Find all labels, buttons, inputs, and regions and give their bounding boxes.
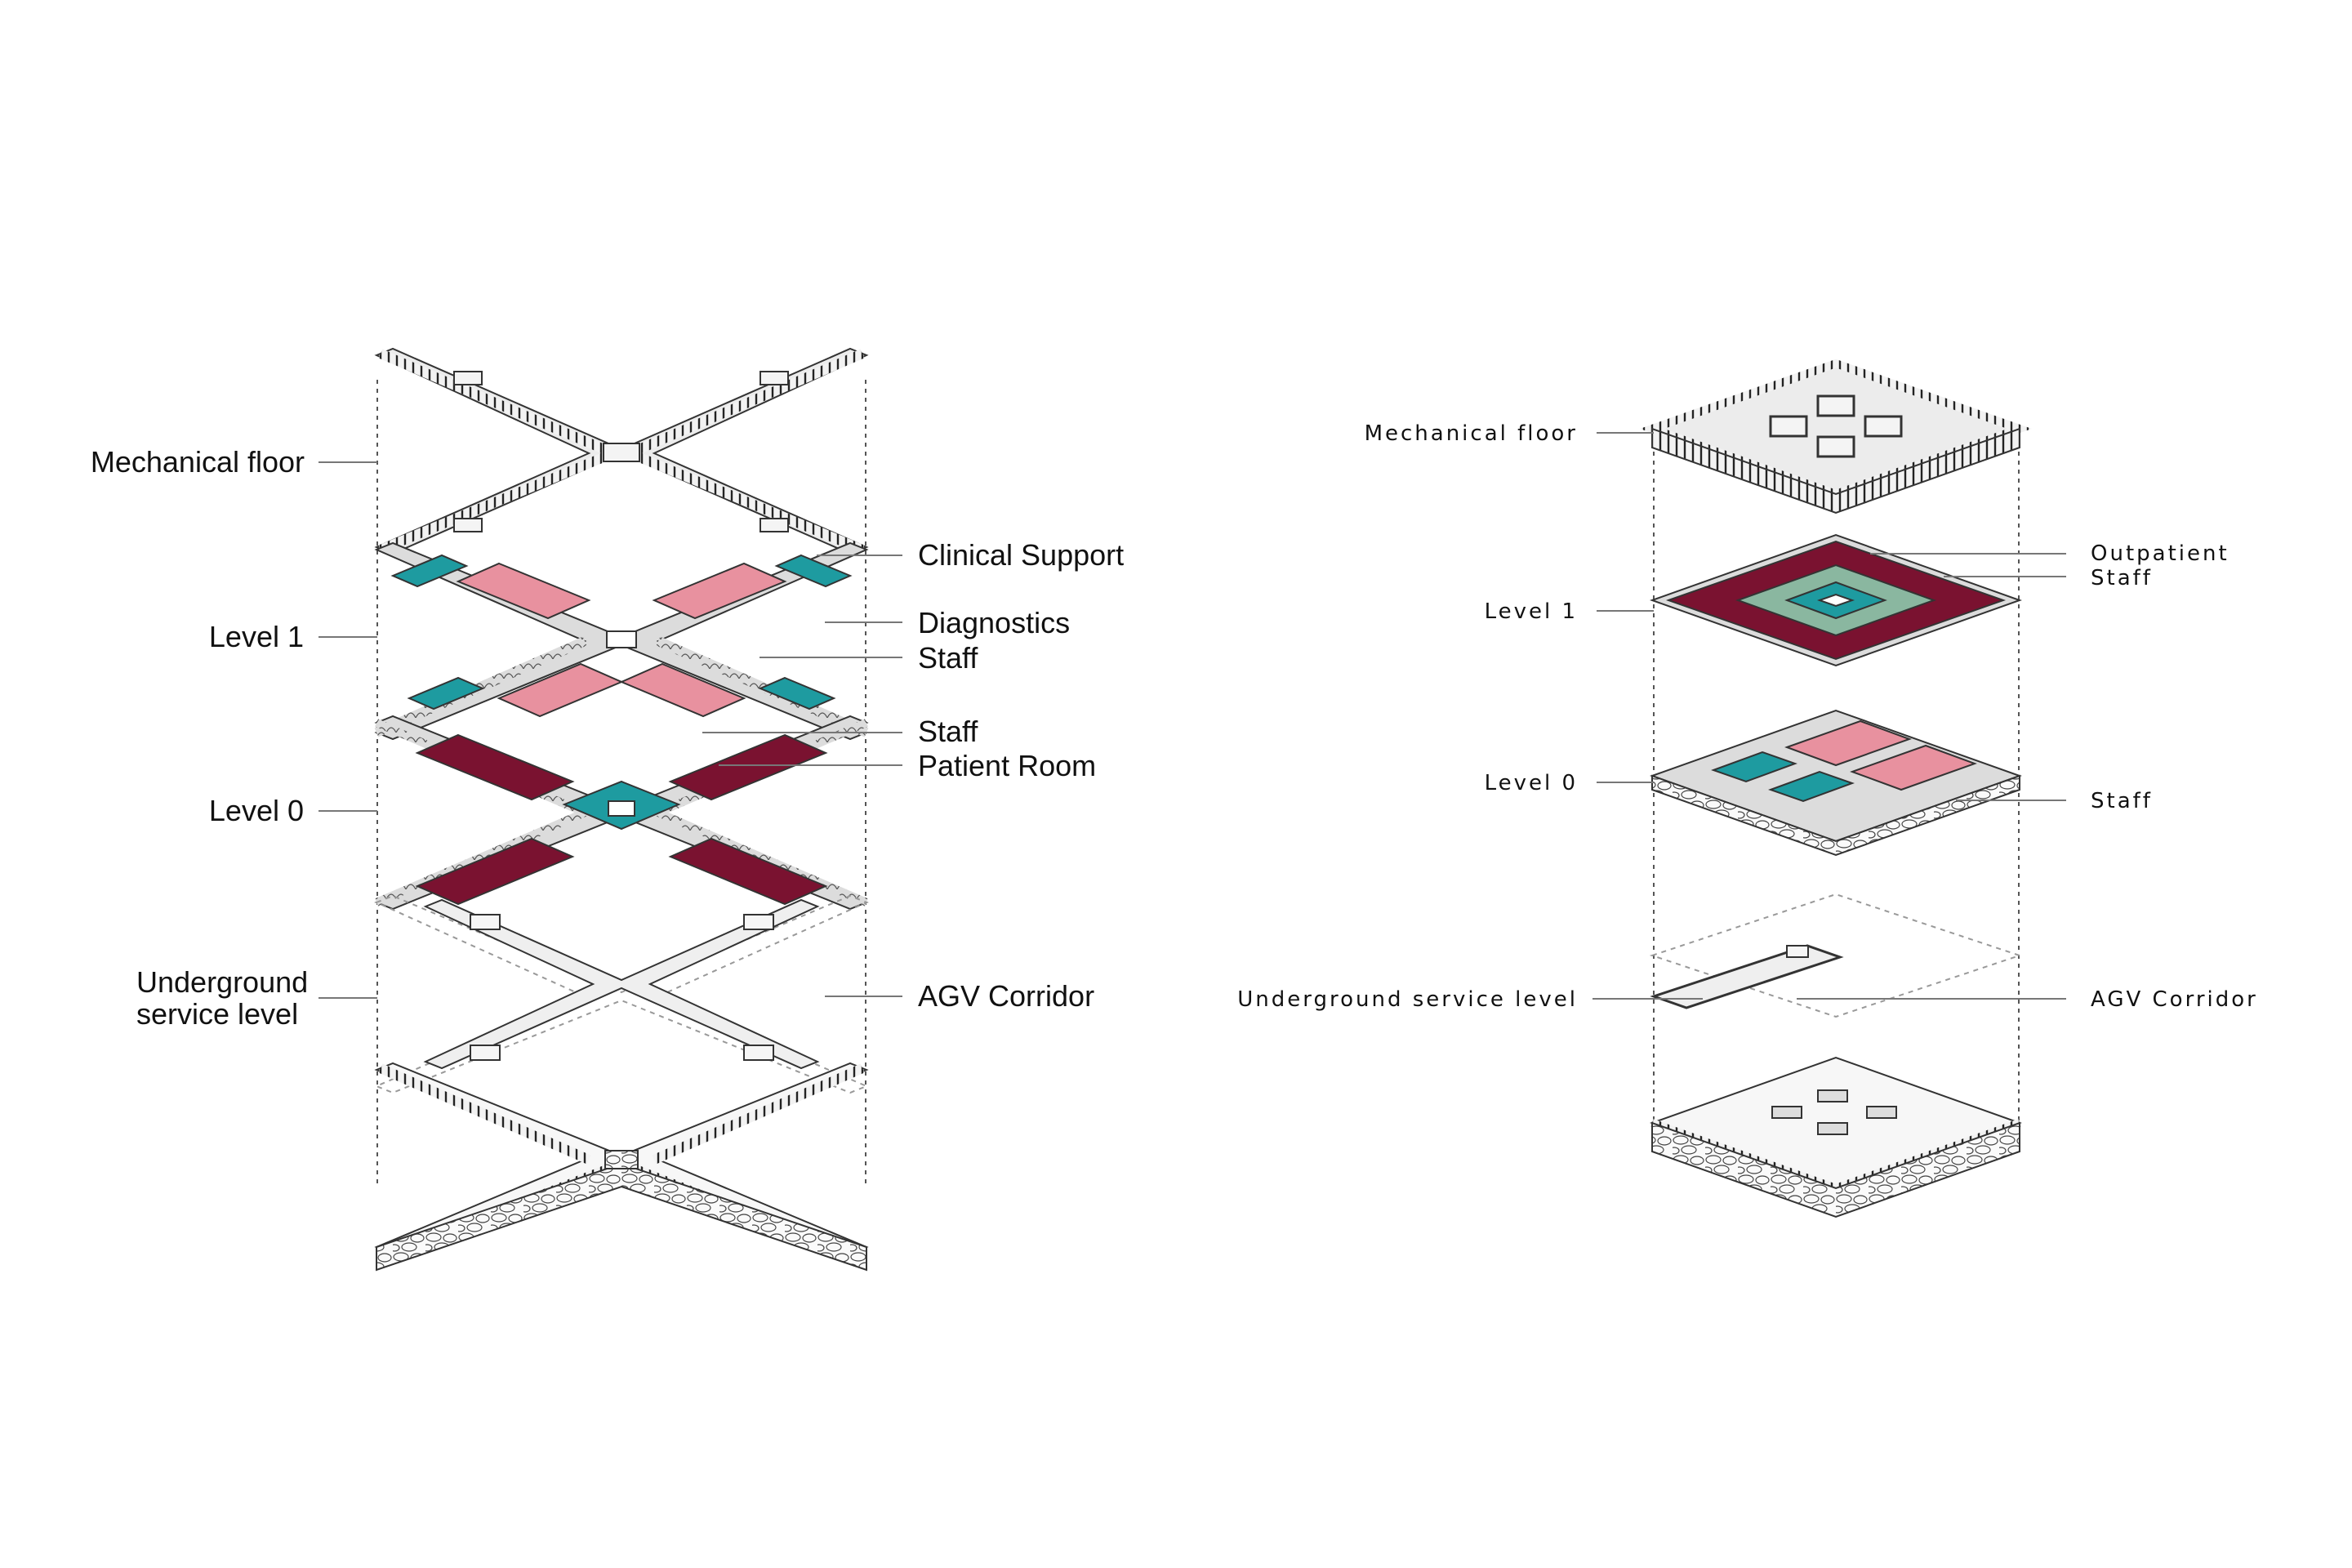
foundation-pit xyxy=(1817,1122,1848,1135)
label-underground-line2: service level xyxy=(136,997,298,1031)
label-patient-room: Patient Room xyxy=(918,749,1096,782)
staff-block xyxy=(407,676,485,710)
staff-block xyxy=(1711,751,1797,783)
rail-right-top xyxy=(627,349,865,458)
level0-bay-edge xyxy=(375,719,868,906)
right-mechanical-floor xyxy=(1640,359,2032,514)
service-unit xyxy=(743,914,774,930)
underground-outline xyxy=(1649,893,2023,1018)
label-level-1: Level 1 xyxy=(209,620,304,653)
level1-core xyxy=(1816,593,1855,608)
outpatient-block-large xyxy=(1850,744,1977,791)
right-labels: Mechanical floor Level 1 Level 0 Undergr… xyxy=(1237,421,2258,1012)
clinical-support-block xyxy=(456,562,591,620)
mech-unit xyxy=(760,518,789,532)
service-unit xyxy=(470,1045,501,1061)
service-unit xyxy=(470,914,501,930)
clinical-support-block xyxy=(652,562,787,620)
label-clinical-support: Clinical Support xyxy=(918,538,1124,572)
mech-unit xyxy=(1769,415,1808,438)
rail-left-bottom xyxy=(378,448,616,555)
diagnostics-block xyxy=(619,662,746,718)
outpatient-block-large xyxy=(1784,719,1912,767)
mech-unit xyxy=(760,371,789,385)
level0-side xyxy=(1651,774,2020,857)
label-level-1: Level 1 xyxy=(1485,599,1578,624)
right-level-0 xyxy=(1650,709,2022,857)
label-diagnostics: Diagnostics xyxy=(918,606,1070,639)
patient-room-wing xyxy=(415,733,575,801)
mech-unit xyxy=(1864,415,1903,438)
label-mechanical-floor: Mechanical floor xyxy=(91,445,305,479)
label-outpatient: Outpatient xyxy=(2091,541,2230,566)
service-unit xyxy=(1786,945,1809,958)
patient-room-wing xyxy=(415,837,575,906)
left-labels: Mechanical floor Level 1 Level 0 Undergr… xyxy=(91,445,1124,1031)
foundation-side xyxy=(1651,1121,2020,1218)
foundation-pit xyxy=(1817,1089,1848,1102)
mech-unit xyxy=(453,371,483,385)
left-level-1 xyxy=(374,541,869,741)
label-staff-level1: Staff xyxy=(918,641,978,675)
left-underground-level xyxy=(374,894,869,1094)
agv-corridor-tray xyxy=(1650,944,1844,1009)
mech-roof xyxy=(1650,362,2022,496)
label-staff-level0: Staff xyxy=(918,715,978,748)
staff-block xyxy=(758,676,836,710)
label-level-0: Level 0 xyxy=(1485,771,1578,795)
right-leader-lines xyxy=(1592,432,2066,1000)
mech-unit xyxy=(453,518,483,532)
rail-right-bottom xyxy=(627,448,865,555)
label-level-0: Level 0 xyxy=(209,794,304,827)
rail-left-top xyxy=(378,349,616,458)
level1-core xyxy=(606,630,637,648)
label-agv-corridor: AGV Corridor xyxy=(918,979,1094,1013)
left-leader-lines xyxy=(318,461,902,999)
mech-unit xyxy=(1816,394,1855,417)
mech-core xyxy=(603,443,640,462)
left-level-0 xyxy=(374,715,869,911)
patient-room-wing xyxy=(668,837,828,906)
right-foundation xyxy=(1650,1056,2022,1218)
left-diagram: Mechanical floor Level 1 Level 0 Undergr… xyxy=(91,347,1124,1272)
level0-core xyxy=(608,800,635,817)
foundation-pit xyxy=(1771,1106,1802,1119)
label-underground-line1: Underground xyxy=(136,965,308,999)
label-underground: Underground service level xyxy=(1237,987,1578,1012)
mech-side xyxy=(1651,427,2020,514)
foundation-core xyxy=(604,1150,639,1169)
foundation-pit xyxy=(1866,1106,1897,1119)
left-mechanical-floor xyxy=(374,347,869,555)
label-staff-level1: Staff xyxy=(2091,566,2153,590)
staff-block xyxy=(1768,770,1855,803)
right-level-1 xyxy=(1650,533,2022,667)
service-unit xyxy=(743,1045,774,1061)
patient-room-wing xyxy=(668,733,828,801)
label-agv-corridor: AGV Corridor xyxy=(2091,987,2258,1012)
mech-unit xyxy=(1816,435,1855,458)
agv-corridor-cross xyxy=(423,898,820,1070)
staff-block xyxy=(390,554,469,588)
underground-outline xyxy=(374,894,869,1094)
label-staff-level0: Staff xyxy=(2091,789,2153,813)
label-mechanical-floor: Mechanical floor xyxy=(1365,421,1578,446)
right-underground-level xyxy=(1649,893,2023,1018)
staff-block xyxy=(774,554,853,588)
left-foundation xyxy=(374,1062,869,1272)
right-diagram: Mechanical floor Level 1 Level 0 Undergr… xyxy=(1237,359,2258,1218)
